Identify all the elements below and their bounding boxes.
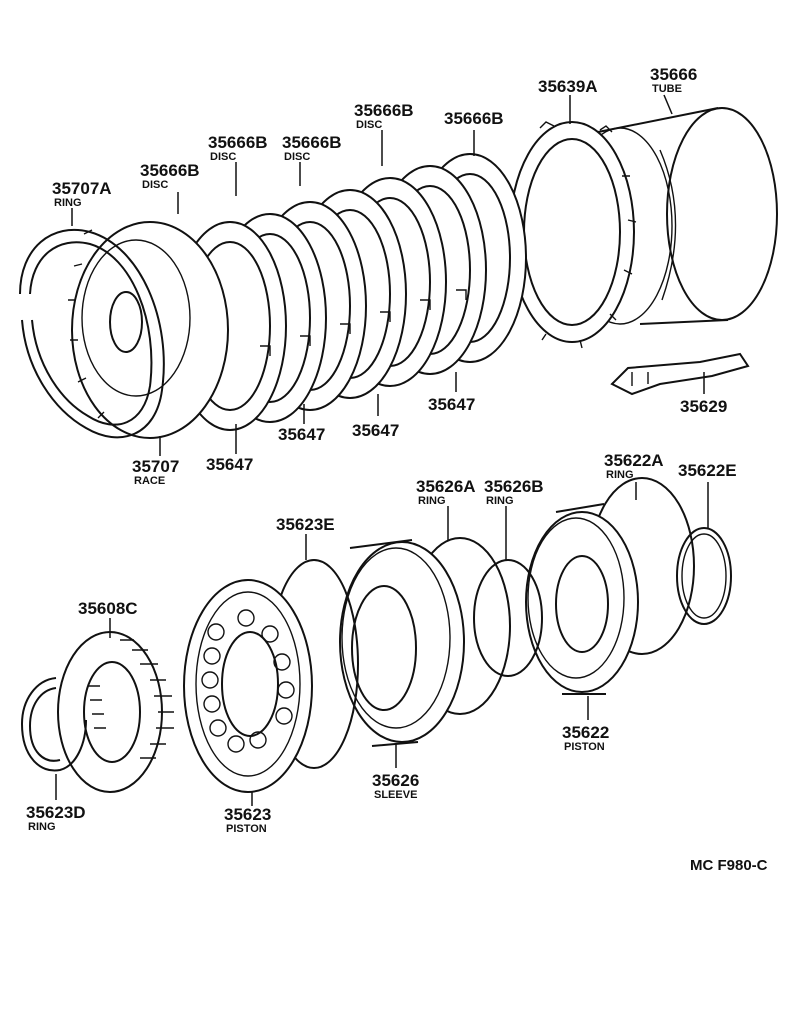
plate-35639a	[509, 121, 637, 349]
label-35626b-name: RING	[486, 495, 514, 507]
label-35666b-e-name: DISC	[142, 179, 168, 191]
label-35666b-d-number: 35666B	[282, 133, 342, 152]
label-35707a-name: RING	[54, 197, 82, 209]
label-35707a-number: 35707A	[52, 179, 112, 198]
label-35666b-b-number: 35666B	[444, 109, 504, 128]
label-35666b-c-number: 35666B	[208, 133, 268, 152]
label-35629-number: 35629	[680, 397, 727, 416]
label-35623d-name: RING	[28, 821, 56, 833]
label-35666-name: TUBE	[652, 83, 682, 95]
sleeve-35626	[339, 539, 465, 747]
piston-35622	[525, 503, 639, 695]
label-35608c-number: 35608C	[78, 599, 138, 618]
label-35623d-number: 35623D	[26, 803, 86, 822]
plate-35629	[610, 352, 750, 396]
snap-ring-35623d	[20, 677, 87, 772]
label-35622-number: 35622	[562, 723, 609, 742]
label-35623e-number: 35623E	[276, 515, 335, 534]
label-35647-d-number: 35647	[428, 395, 475, 414]
snap-ring-35707a	[19, 228, 165, 439]
label-35626-number: 35626	[372, 771, 419, 790]
label-35647-c-number: 35647	[352, 421, 399, 440]
label-35666b-e-number: 35666B	[140, 161, 200, 180]
label-35707-number: 35707	[132, 457, 179, 476]
upper-leaders	[71, 94, 705, 456]
piston-35623	[183, 579, 313, 793]
label-35623-name: PISTON	[226, 823, 267, 835]
label-35647-b-number: 35647	[278, 425, 325, 444]
label-35666b-c-name: DISC	[210, 151, 236, 163]
label-35666-number: 35666	[650, 65, 697, 84]
label-35623-number: 35623	[224, 805, 271, 824]
ring-35622e	[676, 527, 732, 625]
label-35707-name: RACE	[134, 475, 165, 487]
label-35626-name: SLEEVE	[374, 789, 417, 801]
label-35622a-name: RING	[606, 469, 634, 481]
ring-35626b	[473, 559, 543, 677]
label-35626a-name: RING	[418, 495, 446, 507]
disc-stack	[173, 153, 527, 431]
part-labels: 35666 TUBE 35639A 35666B DISC 35666B 356…	[26, 65, 768, 874]
spring-retainer-35608c	[57, 631, 174, 793]
label-35666b-a-number: 35666B	[354, 101, 414, 120]
lower-leaders	[55, 482, 709, 806]
label-35666b-a-name: DISC	[356, 119, 382, 131]
label-35666b-d-name: DISC	[284, 151, 310, 163]
label-35626a-number: 35626A	[416, 477, 476, 496]
figure-code: MC F980-C	[690, 857, 768, 874]
label-35622a-number: 35622A	[604, 451, 664, 470]
label-35647-a-number: 35647	[206, 455, 253, 474]
label-35626b-number: 35626B	[484, 477, 544, 496]
label-35622e-number: 35622E	[678, 461, 737, 480]
label-35639a-number: 35639A	[538, 77, 598, 96]
label-35622-name: PISTON	[564, 741, 605, 753]
